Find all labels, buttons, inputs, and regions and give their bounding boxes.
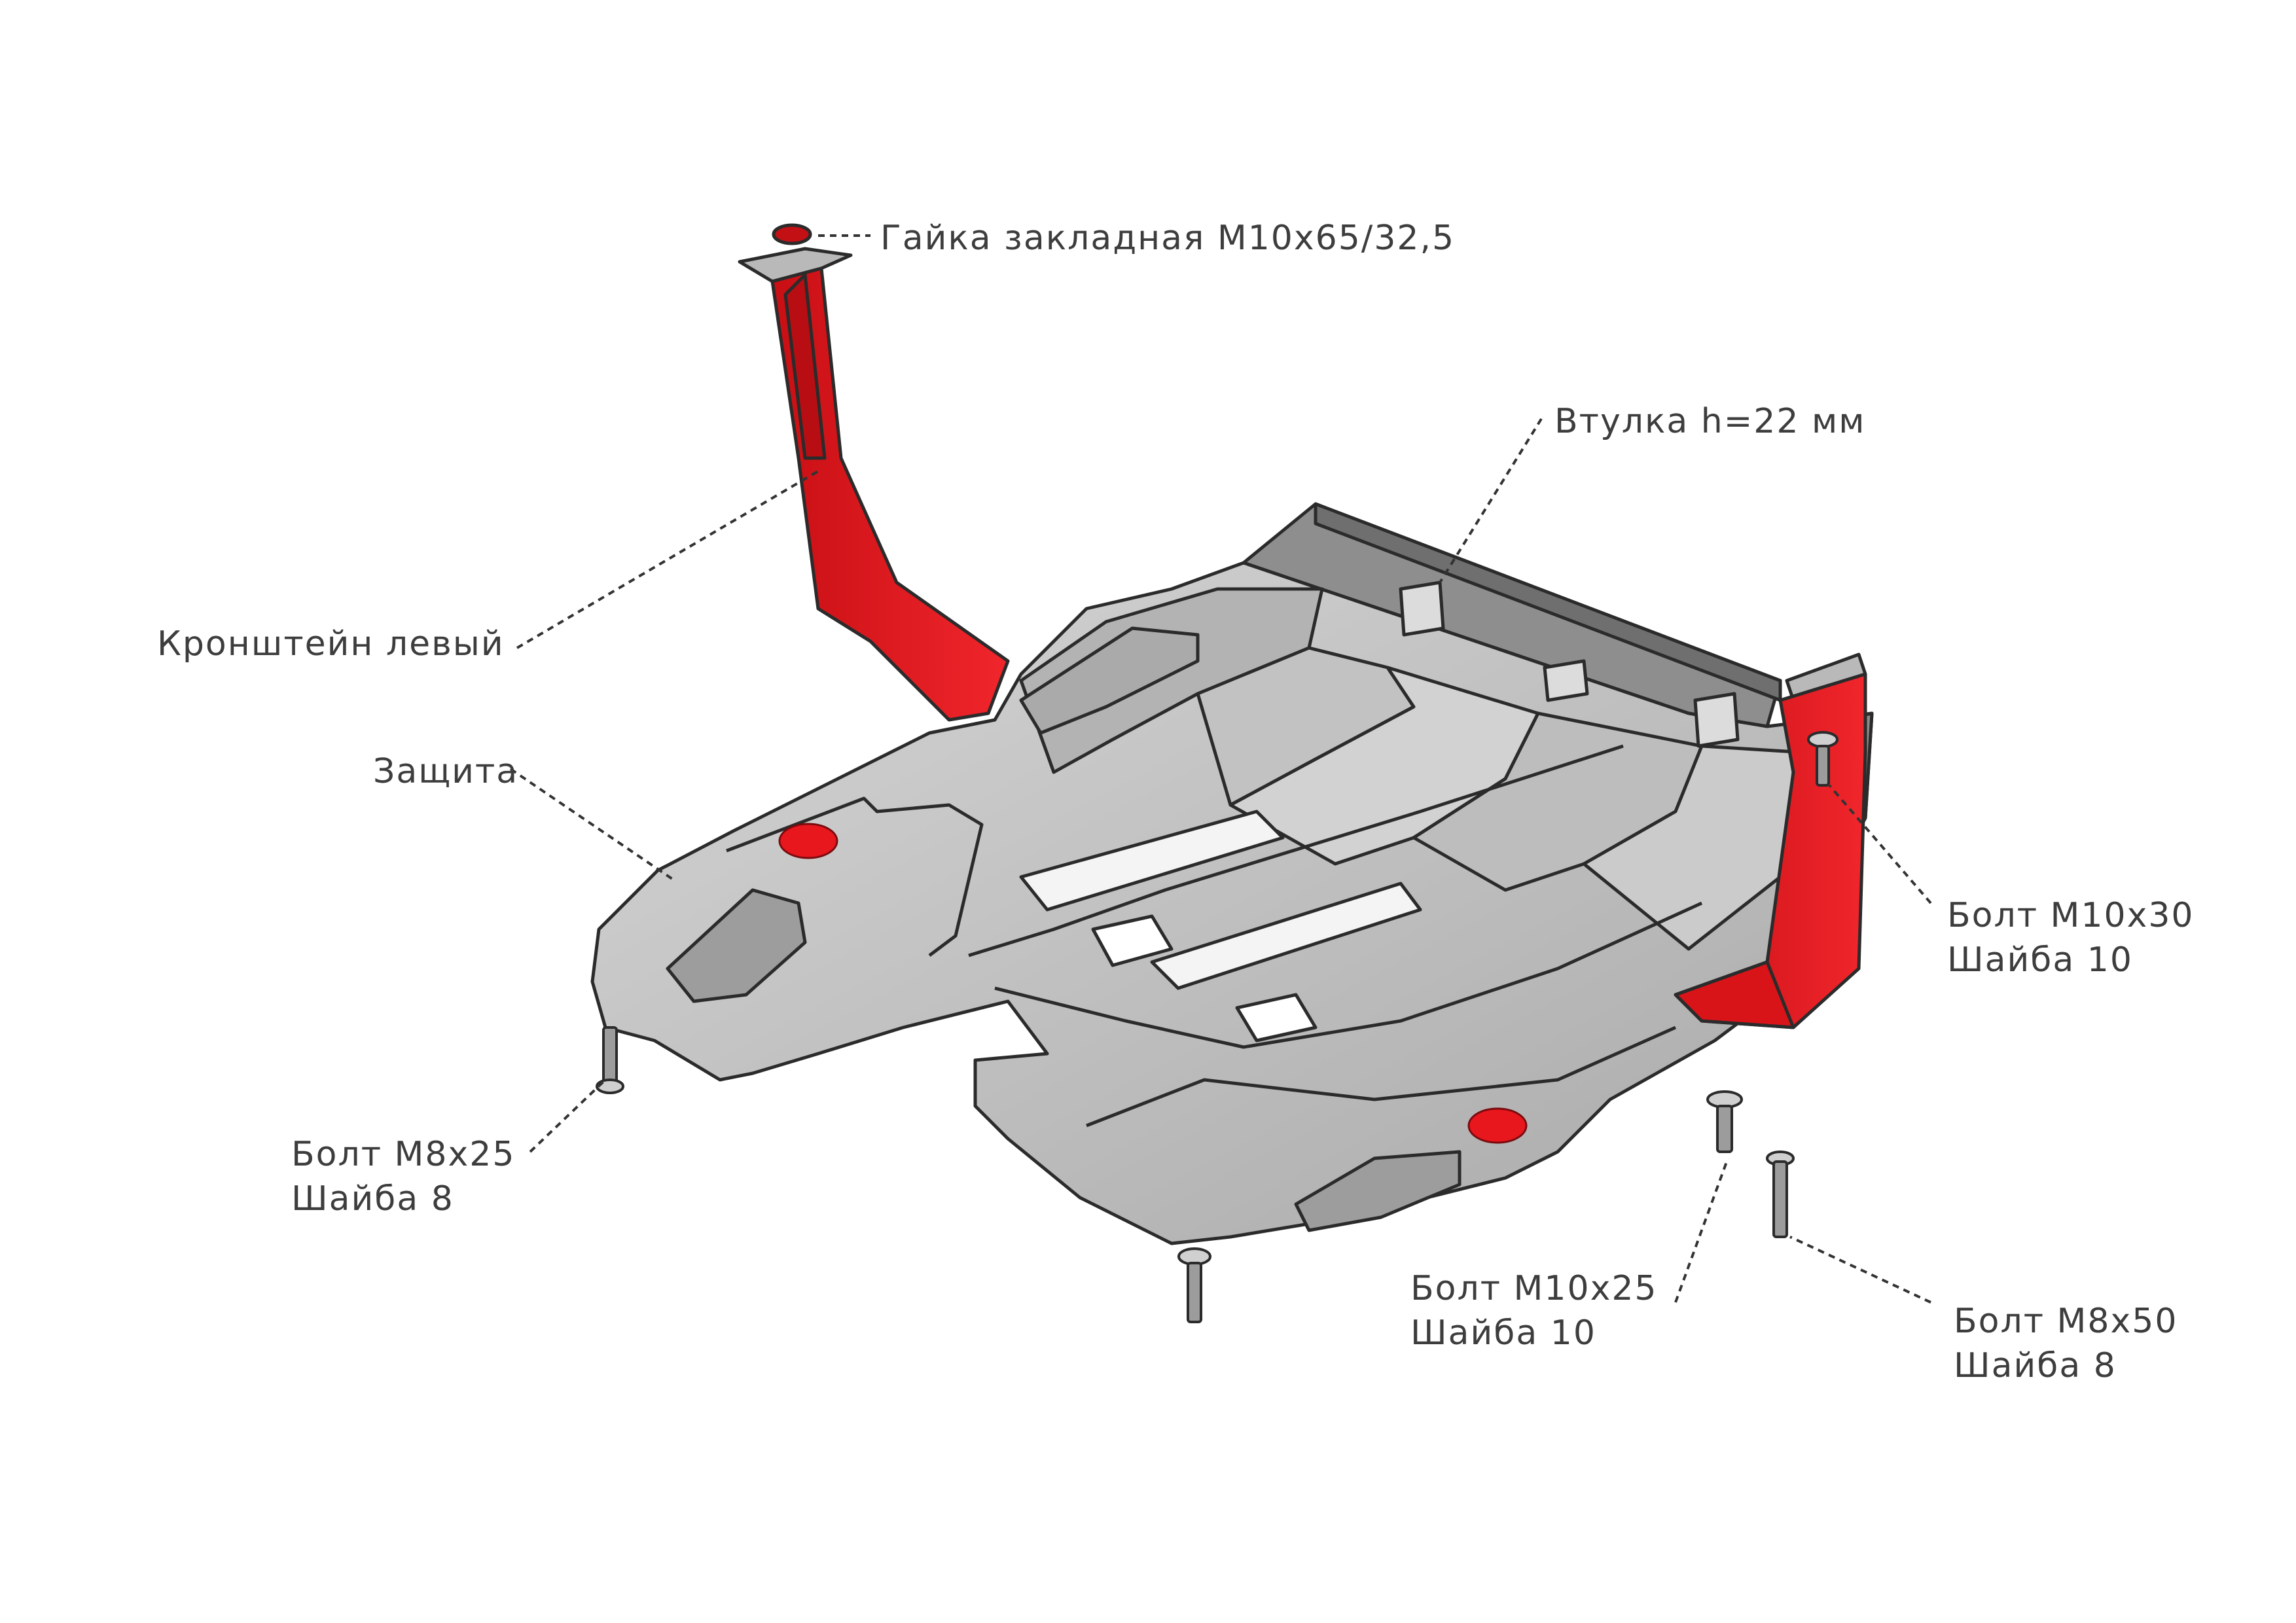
label-bushing: Втулка h=22 мм xyxy=(1554,399,1865,444)
leader-guard xyxy=(509,768,675,882)
leader-bolt-m10x30 xyxy=(1828,784,1932,904)
label-bolt-m10x30: Болт М10х30 Шайба 10 xyxy=(1947,893,2195,982)
red-marker-left xyxy=(778,823,838,859)
label-washer-8a-text: Шайба 8 xyxy=(291,1179,454,1219)
label-bolt-m8x25: Болт М8х25 Шайба 8 xyxy=(291,1132,515,1221)
label-nut-insert: Гайка закладная М10х65/32,5 xyxy=(880,216,1455,260)
leader-bracket-left xyxy=(516,470,819,649)
label-washer-8b-text: Шайба 8 xyxy=(1954,1346,2117,1385)
bolt-m8x25-left xyxy=(596,1026,624,1094)
bolt-m8x50 xyxy=(1766,1150,1795,1238)
nut-insert xyxy=(772,223,812,245)
label-guard: Защита xyxy=(373,749,518,794)
label-bolt-m10x25: Болт М10х25 Шайба 10 xyxy=(1410,1266,1658,1355)
label-washer-10b-text: Шайба 10 xyxy=(1410,1313,1596,1353)
label-guard-text: Защита xyxy=(373,752,519,791)
bolt-m10x25 xyxy=(1706,1090,1743,1153)
label-bolt-m10x25-text: Болт М10х25 xyxy=(1410,1269,1658,1308)
bolt-m10x30 xyxy=(1807,731,1839,787)
leader-bolt-m10x25 xyxy=(1674,1158,1729,1303)
label-bushing-text: Втулка h=22 мм xyxy=(1554,402,1866,441)
leader-bolt-m8x25 xyxy=(529,1079,607,1153)
leader-bolt-m8x50 xyxy=(1789,1236,1931,1304)
label-bolt-m8x50: Болт М8х50 Шайба 8 xyxy=(1954,1299,2178,1388)
leader-lines xyxy=(509,234,1932,1304)
label-nut-insert-text: Гайка закладная М10х65/32,5 xyxy=(880,219,1456,258)
red-marker-front xyxy=(1467,1107,1528,1144)
label-bracket-left: Кронштейн левый xyxy=(157,622,505,666)
label-bolt-m8x25-text: Болт М8х25 xyxy=(291,1135,516,1174)
label-bolt-m8x50-text: Болт М8х50 xyxy=(1954,1302,2178,1341)
label-bolt-m10x30-text: Болт М10х30 xyxy=(1947,896,2195,935)
leader-bushing xyxy=(1439,418,1543,584)
label-washer-10a-text: Шайба 10 xyxy=(1947,940,2133,980)
bolt-bottom xyxy=(1177,1247,1211,1323)
guard-plate xyxy=(590,502,1874,1245)
left-bracket xyxy=(738,223,1010,722)
label-bracket-left-text: Кронштейн левый xyxy=(157,624,505,664)
